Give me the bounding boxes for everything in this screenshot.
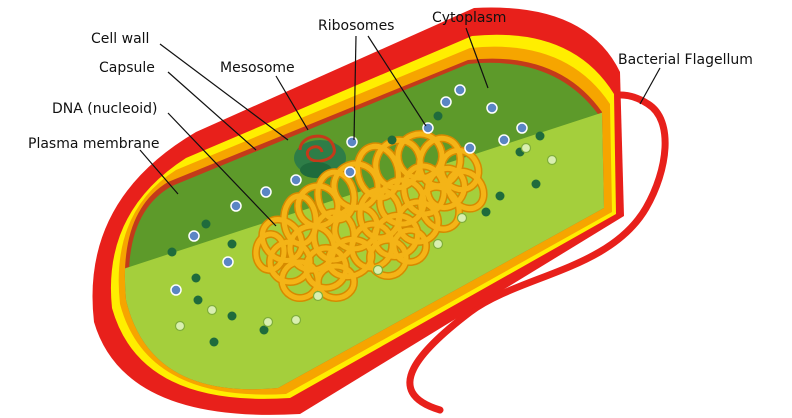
label-capsule: Capsule <box>99 60 155 76</box>
label-cell-wall: Cell wall <box>91 31 149 47</box>
ribosome-dot-icon <box>189 231 199 241</box>
label-cytoplasm: Cytoplasm <box>432 10 506 26</box>
ribosome-dot-icon <box>487 103 497 113</box>
ribosome-dot-icon <box>231 201 241 211</box>
granule-dot-icon <box>434 240 443 249</box>
ribosome-dot-icon <box>223 257 233 267</box>
granule-dot-icon <box>434 112 443 121</box>
granule-dot-icon <box>532 180 541 189</box>
granule-dot-icon <box>176 322 185 331</box>
ribosome-dot-icon <box>499 135 509 145</box>
granule-dot-icon <box>292 316 301 325</box>
granule-dot-icon <box>192 274 201 283</box>
granule-dot-icon <box>168 248 177 257</box>
ribosome-dot-icon <box>465 143 475 153</box>
ribosome-dot-icon <box>345 167 355 177</box>
ribosome-dot-icon <box>261 187 271 197</box>
label-plasma-membrane: Plasma membrane <box>28 136 159 152</box>
ribosome-dot-icon <box>517 123 527 133</box>
label-mesosome: Mesosome <box>220 60 295 76</box>
granule-dot-icon <box>548 156 557 165</box>
granule-dot-icon <box>458 214 467 223</box>
granule-dot-icon <box>388 136 397 145</box>
granule-dot-icon <box>496 192 505 201</box>
granule-dot-icon <box>314 292 323 301</box>
ribosome-dot-icon <box>455 85 465 95</box>
granule-dot-icon <box>374 266 383 275</box>
ribosome-dot-icon <box>171 285 181 295</box>
granule-dot-icon <box>202 220 211 229</box>
granule-dot-icon <box>264 318 273 327</box>
ribosome-dot-icon <box>291 175 301 185</box>
granule-dot-icon <box>482 208 491 217</box>
label-dna: DNA (nucleoid) <box>52 101 158 117</box>
granule-dot-icon <box>194 296 203 305</box>
label-flagellum: Bacterial Flagellum <box>618 52 753 68</box>
ribosome-dot-icon <box>441 97 451 107</box>
granule-dot-icon <box>228 240 237 249</box>
granule-dot-icon <box>536 132 545 141</box>
granule-dot-icon <box>210 338 219 347</box>
ribosome-dot-icon <box>347 137 357 147</box>
granule-dot-icon <box>228 312 237 321</box>
label-ribosomes: Ribosomes <box>318 18 394 34</box>
granule-dot-icon <box>522 144 531 153</box>
leader-flagellum <box>640 68 660 104</box>
granule-dot-icon <box>208 306 217 315</box>
